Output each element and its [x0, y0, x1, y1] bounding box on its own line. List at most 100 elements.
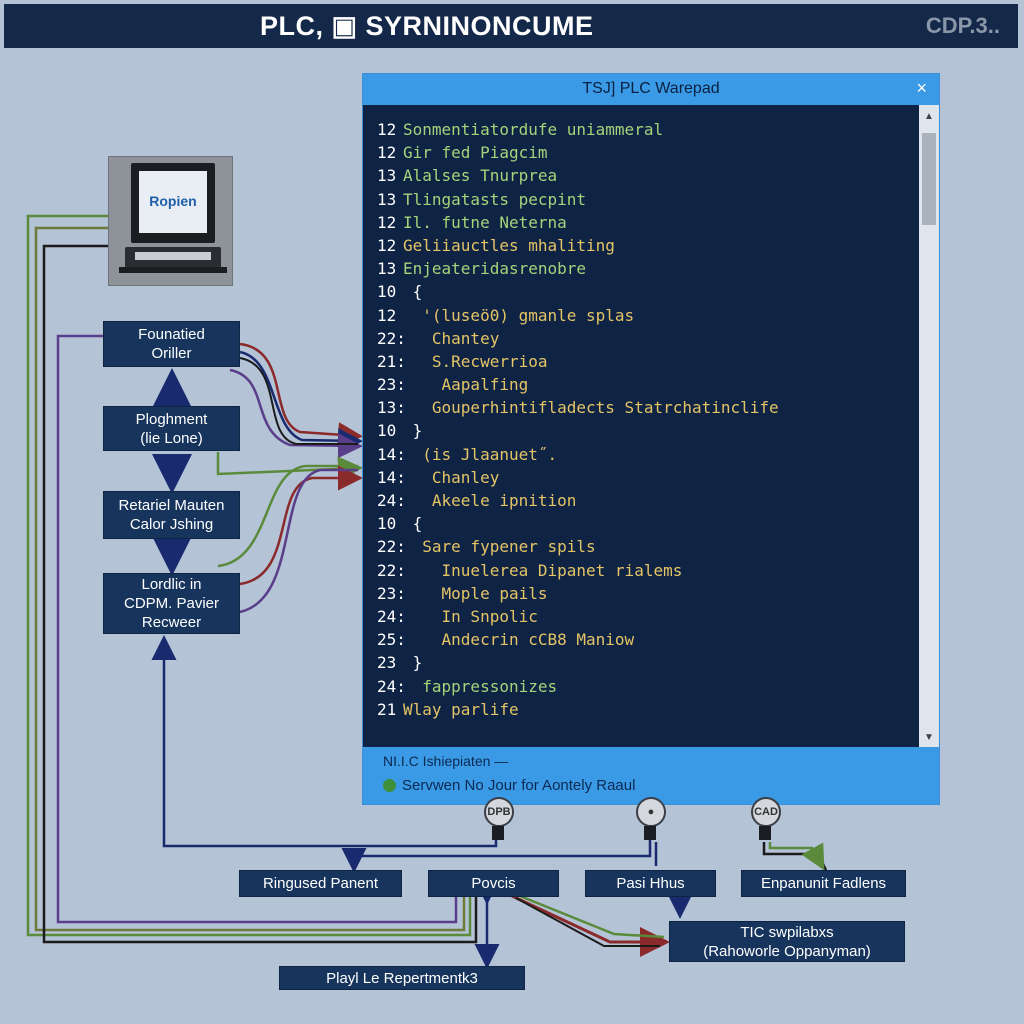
status-text: Servwen No Jour for Aontely Raaul — [402, 777, 636, 794]
code-text: Aapalfing — [403, 375, 529, 395]
scroll-thumb[interactable] — [922, 133, 936, 225]
node-lordlic-recweer[interactable]: Lordlic in CDPM. Pavier Recweer — [103, 573, 240, 634]
node-line: Retariel Mauten — [118, 497, 225, 514]
code-text: { — [403, 282, 423, 302]
node-tic-swpilabxs[interactable]: TIC swpilabxs (Rahoworle Oppanyman) — [669, 921, 905, 962]
computer-node: Ropien — [108, 156, 233, 286]
wire-founatied-red — [239, 342, 363, 448]
code-line: 23: Moplе pails — [377, 582, 907, 605]
wire-founatied-purple — [229, 368, 363, 459]
computer-icon: Ropien — [119, 163, 227, 273]
code-text: Andecrin cCB8 Maniow — [403, 630, 635, 650]
code-line: 13: Gouperhintifladects Statrchatinclife — [377, 396, 907, 419]
code-text: Wlay parlife — [403, 699, 519, 719]
line-number: 14: — [377, 444, 406, 464]
wire-founatied-black — [239, 357, 358, 445]
node-label: Povcis — [471, 875, 516, 892]
line-number: 22: — [377, 537, 406, 557]
scroll-up-icon[interactable]: ▲ — [924, 111, 934, 122]
node-enpanunit-fadlens[interactable]: Enpanunit Fadlens — [741, 870, 906, 897]
line-number: 10 — [377, 421, 397, 441]
connector-plug-icon — [492, 826, 504, 840]
line-number: 12 — [377, 235, 397, 255]
node-label: Pasi Hhus — [616, 875, 685, 892]
code-line: 14: Chanley — [377, 466, 907, 489]
node-ringused-panent[interactable]: Ringused Panent — [239, 870, 402, 897]
connector-middle[interactable]: ● — [636, 797, 666, 827]
line-number: 24: — [377, 676, 406, 696]
code-line: 10 { — [377, 512, 907, 535]
line-number: 22: — [377, 560, 406, 580]
code-line: 10 { — [377, 280, 907, 303]
wire-founatied-navy — [239, 350, 363, 454]
code-text: Alalses Tnurprea — [403, 166, 558, 186]
scroll-down-icon[interactable]: ▼ — [924, 732, 934, 743]
code-line: 14: (is Jlaanuet˝. — [377, 443, 907, 466]
code-line: 24: In Snpolic — [377, 605, 907, 628]
wire-ploghment-green — [216, 452, 363, 482]
code-text: fappressonizes — [403, 676, 558, 696]
close-icon[interactable]: × — [916, 78, 927, 98]
line-number: 22: — [377, 328, 406, 348]
node-line: Oriller — [151, 345, 192, 362]
line-number: 23 — [377, 653, 397, 673]
status-dot-icon — [383, 779, 396, 792]
wire-return-navy — [151, 635, 498, 848]
code-text: Moplе pails — [403, 583, 548, 603]
header-badge: CDP.3.. — [925, 13, 1000, 38]
code-line: 24: Akeele ipnition — [377, 489, 907, 512]
node-line: CDPM. Pavier — [123, 595, 220, 612]
line-number: 10 — [377, 282, 397, 302]
node-pasi-hhus[interactable]: Pasi Hhus — [585, 870, 716, 897]
code-line: 22: Sare fypener spils — [377, 535, 907, 558]
node-label: Ringused Panent — [262, 875, 379, 892]
line-number: 12 — [377, 143, 397, 163]
node-retariel-mauten[interactable]: Retariel Mauten Calor Jshing — [103, 491, 240, 539]
node-line: (lie Lone) — [140, 429, 203, 447]
page-title: PLC, ▣ SYRNINONCUME — [260, 11, 594, 41]
node-label: Enpanunit Fadlens — [760, 875, 887, 892]
code-text: Akeele ipnition — [403, 491, 577, 510]
wire-povcis-red — [511, 894, 670, 957]
code-text: Enjeateridasrenobre — [403, 259, 587, 279]
status-line: Servwen No Jour for Aontely Raaul — [383, 777, 635, 794]
code-text: { — [403, 514, 423, 534]
line-number: 12 — [377, 212, 397, 232]
node-playl-repertment[interactable]: Playl Le Repertmentk3 — [279, 966, 525, 990]
code-text: (is Jlaanuet˝. — [403, 444, 558, 464]
line-number: 10 — [377, 514, 397, 534]
node-founatied-oriller[interactable]: Founatied Oriller — [103, 321, 240, 367]
node-line: Ploghment — [135, 410, 208, 428]
node-povcis[interactable]: Povcis — [428, 870, 559, 897]
code-text: Tlingatasts pecpint — [403, 189, 587, 209]
connector-plug-icon — [759, 826, 771, 840]
line-number: 23: — [377, 583, 406, 603]
window-titlebar: TSJ] PLC Warepad × — [363, 74, 939, 105]
wire-loop-purple — [56, 334, 458, 924]
code-text: Sonmentiatordufe uniammeral — [403, 120, 664, 139]
line-number: 24: — [377, 491, 406, 510]
connector-cad[interactable]: CAD — [751, 797, 781, 827]
connector-dpb[interactable]: DPB — [484, 797, 514, 827]
wire-to-ringused — [341, 840, 652, 873]
plc-editor-window: TSJ] PLC Warepad × 12 Sonmentiatordufe un… — [362, 73, 940, 805]
code-text: '(luseö0) gmanle splas — [403, 305, 635, 325]
line-number: 13 — [377, 259, 397, 279]
code-text: In Snpolic — [403, 606, 538, 626]
node-label: Playl Le Repertmentk3 — [326, 969, 478, 987]
line-number: 12 — [377, 120, 397, 139]
node-line: Founatied — [138, 326, 205, 343]
wire-povcis-black — [515, 897, 660, 947]
status-heading: NI.I.C Ishiepiaten — — [383, 753, 509, 769]
code-line: 12 '(luseö0) gmanle splas — [377, 304, 907, 327]
node-ploghment[interactable]: Ploghment (lie Lone) — [103, 406, 240, 451]
vertical-scrollbar[interactable]: ▲ ▼ — [919, 105, 939, 747]
code-line: 25: Andecrin cCB8 Maniow — [377, 628, 907, 651]
